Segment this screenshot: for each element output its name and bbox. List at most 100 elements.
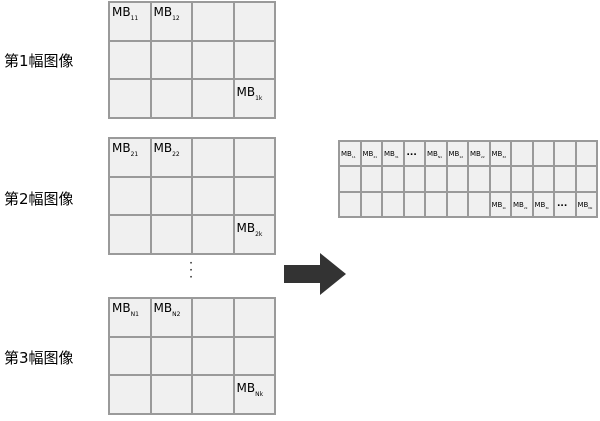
macroblock-label: MB12 [153, 5, 180, 22]
strip-cell: MB3k [532, 191, 554, 217]
ellipsis: ... [406, 148, 417, 158]
macroblock-label: MBN2 [153, 301, 181, 318]
strip-cell [532, 141, 554, 167]
strip-cell [360, 191, 382, 217]
image-2-grid: MB21 MB22 MB2k [108, 137, 276, 255]
strip-cell [489, 166, 511, 192]
grid-cell: MB11 [109, 2, 151, 41]
strip-cell [339, 166, 361, 192]
grid-cell [109, 375, 151, 414]
macroblock-label: MBNk [236, 381, 264, 399]
strip-cell: MBNk [575, 191, 597, 217]
grid-cell [150, 375, 192, 414]
macroblock-label: MB32 [491, 150, 507, 159]
grid-cell [192, 79, 234, 118]
strip-cell: MB1k [489, 191, 511, 217]
strip-cell: MB2k [511, 191, 533, 217]
strip-cell [575, 141, 597, 167]
strip-cell: MBN1 [425, 141, 447, 167]
grid-cell [192, 138, 234, 177]
strip-cell [446, 191, 468, 217]
grid-cell [109, 79, 151, 118]
grid-cell [233, 336, 275, 376]
grid-cell: MB22 [150, 138, 192, 177]
right-arrow-icon [284, 253, 346, 295]
grid-cell [150, 215, 192, 254]
grid-cell [109, 176, 151, 216]
grid-cell: MB1k [233, 79, 275, 118]
grid-cell: MB12 [150, 2, 192, 41]
grid-cell [109, 336, 151, 376]
macroblock-label: MB1k [491, 200, 507, 210]
macroblock-label: MB22 [470, 150, 485, 159]
grid-cell [192, 215, 234, 254]
strip-cell [554, 141, 576, 167]
strip-cell [468, 191, 490, 217]
grid-cell [150, 176, 192, 216]
grid-cell [192, 2, 234, 41]
grid-cell [233, 298, 275, 337]
strip-cell [532, 166, 554, 192]
grid-cell [233, 176, 275, 216]
strip-cell [511, 141, 533, 167]
strip-cell: MB32 [489, 141, 511, 167]
ellipsis: ... [557, 198, 568, 209]
strip-cell [511, 166, 533, 192]
macroblock-label: MB12 [448, 150, 464, 159]
grid-cell: MB2k [233, 215, 275, 254]
grid-cell: MB21 [109, 138, 151, 177]
macroblock-label: MB31 [384, 150, 399, 159]
strip-cell [575, 166, 597, 192]
macroblock-label: MB2k [236, 221, 263, 239]
grid-cell [109, 40, 151, 80]
strip-cell [403, 191, 425, 217]
macroblock-label: MB2k [513, 200, 528, 210]
image-3-label: 第3幅图像 [4, 349, 74, 367]
image-1-label: 第1幅图像 [4, 52, 74, 70]
macroblock-label: MB3k [534, 200, 550, 210]
macroblock-label: MBNk [577, 200, 593, 210]
macroblock-label: MB1k [236, 85, 263, 103]
strip-cell [339, 191, 361, 217]
macroblock-label: MB22 [153, 141, 180, 158]
strip-cell [446, 166, 468, 192]
strip-cell: MB12 [446, 141, 468, 167]
grid-cell: MBN2 [150, 298, 192, 337]
macroblock-label: MB11 [112, 5, 139, 22]
grid-cell [192, 375, 234, 414]
grid-cell [109, 215, 151, 254]
image-3-grid: MBN1 MBN2 MBNk [108, 297, 276, 415]
strip-cell [403, 166, 425, 192]
grid-cell [233, 40, 275, 80]
grid-cell [192, 40, 234, 80]
grid-cell [233, 138, 275, 177]
strip-cell [382, 166, 404, 192]
grid-cell [233, 2, 275, 41]
grid-cell [150, 336, 192, 376]
strip-cell [425, 191, 447, 217]
image-1-grid: MB11 MB12 MB1k [108, 1, 276, 119]
vertical-ellipsis: ··· [189, 256, 193, 284]
strip-cell: MB31 [382, 141, 404, 167]
grid-cell: MBN1 [109, 298, 151, 337]
strip-cell [382, 191, 404, 217]
macroblock-label: MB11 [341, 150, 356, 159]
strip-cell: MB22 [468, 141, 490, 167]
macroblock-label: MBN1 [112, 301, 139, 318]
strip-cell: ... [403, 141, 425, 167]
grid-cell: MBNk [233, 375, 275, 414]
image-2-label: 第2幅图像 [4, 190, 74, 208]
grid-cell [150, 79, 192, 118]
grid-cell [192, 298, 234, 337]
macroblock-label: MB21 [362, 150, 378, 159]
strip-cell [360, 166, 382, 192]
strip-cell: MB11 [339, 141, 361, 167]
strip-cell [468, 166, 490, 192]
macroblock-label: MB21 [112, 141, 139, 158]
grid-cell [192, 336, 234, 376]
strip-cell [425, 166, 447, 192]
grid-cell [192, 176, 234, 216]
strip-cell: MB21 [360, 141, 382, 167]
grid-cell [150, 40, 192, 80]
